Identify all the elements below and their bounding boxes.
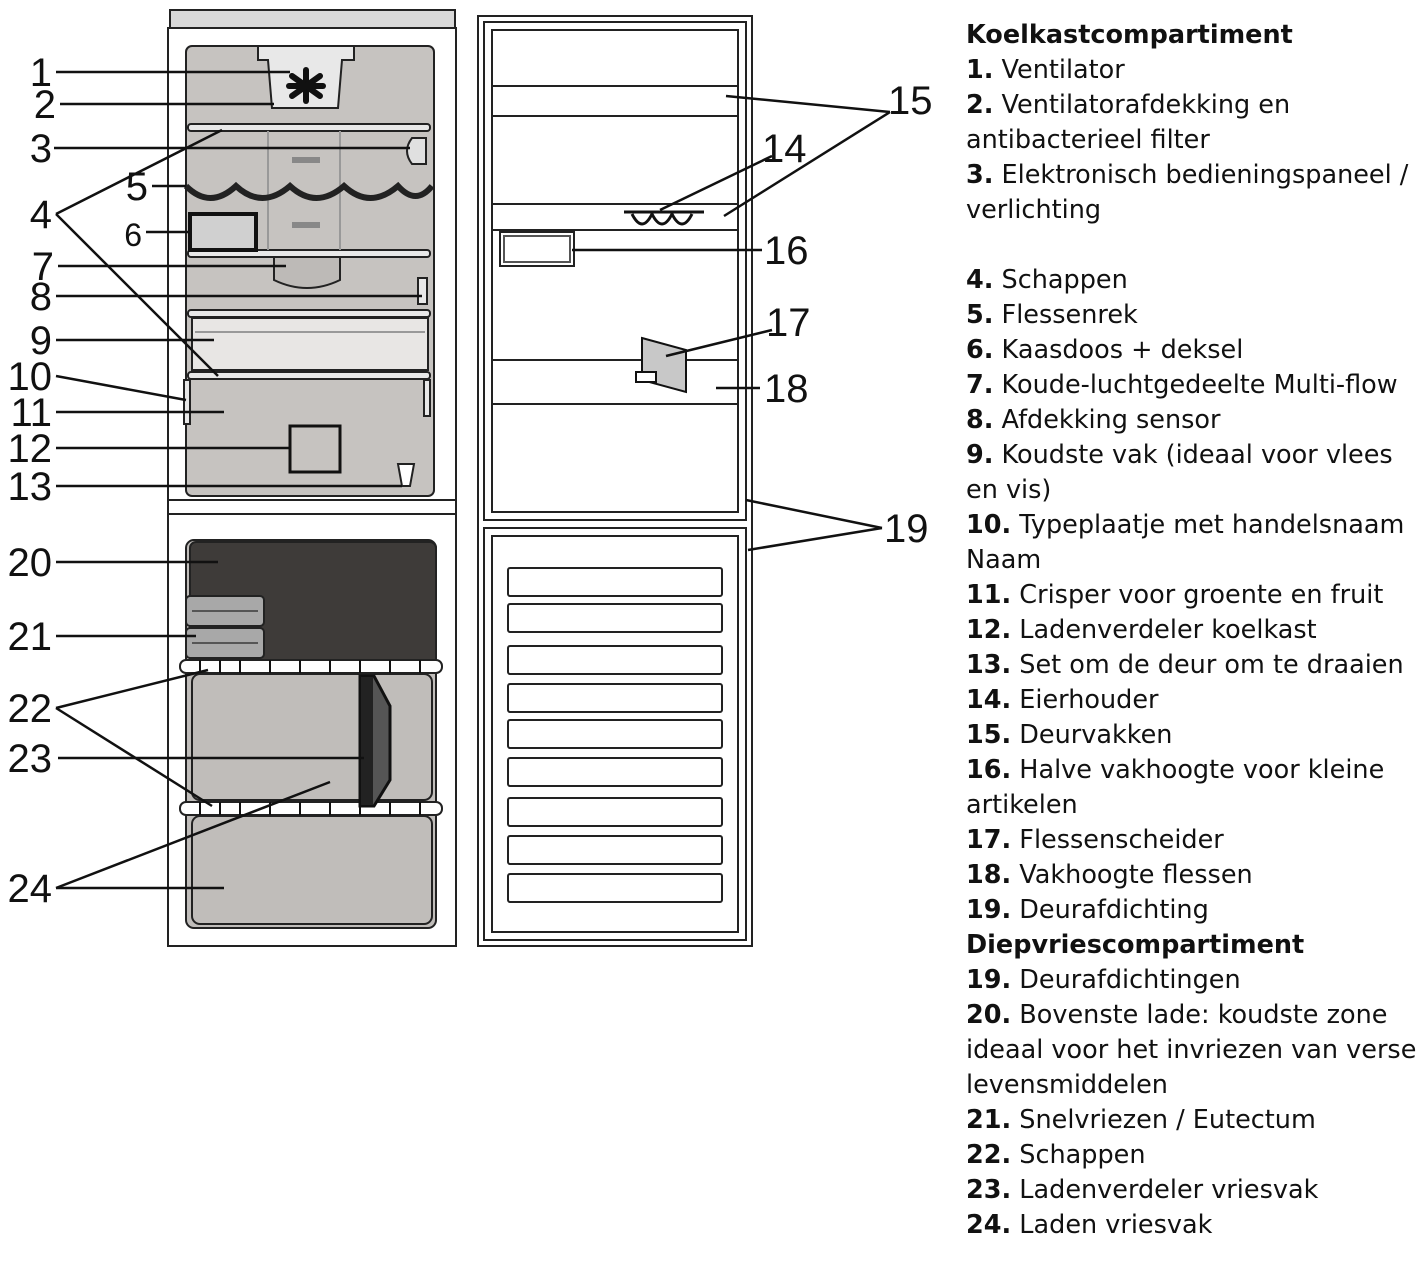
legend-item: 14. Eierhouder	[966, 685, 1159, 715]
legend-item: 1. Ventilator	[966, 55, 1125, 85]
callout-12: 12	[8, 427, 53, 471]
legend-item: 18. Vakhoogte flessen	[966, 860, 1253, 890]
compartment-divider	[167, 499, 457, 515]
rating-plate	[183, 379, 191, 425]
callout-5: 5	[126, 165, 148, 209]
door-reversal-kit-icon	[396, 463, 416, 487]
legend-item: 17. Flessenscheider	[966, 825, 1224, 855]
legend-item: 15. Deurvakken	[966, 720, 1173, 750]
legend-item: 11. Crisper voor groente en fruit	[966, 580, 1384, 610]
egg-holder	[624, 210, 704, 226]
callout-20: 20	[8, 541, 53, 585]
freezer-items: 19. Deurafdichtingen 20. Bovenste lade: …	[966, 963, 1421, 1243]
callout-3: 3	[30, 127, 52, 171]
callout-22: 22	[8, 687, 53, 731]
callout-4: 4	[30, 193, 52, 237]
legend-item: 19. Deurafdichting	[966, 895, 1209, 925]
freezer-heading: Diepvriescompartiment	[966, 930, 1305, 960]
legend-item: 10. Typeplaatje met handelsnaam Naam	[966, 510, 1405, 575]
legend-item: 20. Bovenste lade: koudste zone ideaal v…	[966, 1000, 1417, 1100]
legend-item: 6. Kaasdoos + deksel	[966, 335, 1244, 365]
callout-23: 23	[8, 737, 53, 781]
legend-item: 16. Halve vakhoogte voor kleine artikele…	[966, 755, 1385, 820]
callout-18: 18	[764, 367, 809, 411]
fan-icon	[286, 67, 326, 104]
fridge-heading: Koelkastcompartiment	[966, 20, 1293, 50]
legend-item: 21. Snelvriezen / Eutectum	[966, 1105, 1316, 1135]
legend-item: 4. Schappen	[966, 265, 1128, 295]
sensor-cover	[417, 277, 428, 305]
callout-16: 16	[764, 229, 809, 273]
bottle-rack	[183, 181, 435, 201]
callout-17: 17	[766, 301, 811, 345]
callout-8: 8	[30, 275, 52, 319]
callout-6: 6	[124, 217, 142, 253]
chill-drawer	[191, 317, 429, 371]
legend-item: 9. Koudste vak (ideaal voor vlees en vis…	[966, 440, 1393, 505]
legend-item: 3. Elektronisch bedieningspaneel / verli…	[966, 160, 1409, 225]
fridge-shelf-4	[187, 371, 431, 380]
cheese-box	[188, 212, 258, 252]
fridge-diagram: 1 2 3 4 5 6 7 8 9 10 11 12 13 14 15 16 1…	[8, 9, 933, 947]
legend-item: 19. Deurafdichtingen	[966, 965, 1241, 995]
door-shelf-egg	[491, 203, 739, 231]
callout-13: 13	[8, 465, 53, 509]
fridge-items: 1. Ventilator 2. Ventilatorafdekking en …	[966, 53, 1421, 928]
callout-11: 11	[10, 391, 52, 435]
light-icon	[406, 137, 427, 165]
legend-item: 23. Ladenverdeler vriesvak	[966, 1175, 1319, 1205]
callout-21: 21	[8, 615, 53, 659]
callout-1: 1	[30, 51, 52, 95]
callout-2: 2	[34, 83, 56, 127]
parts-legend: Koelkastcompartiment 1. Ventilator 2. Ve…	[966, 18, 1421, 1243]
leader-lines	[54, 70, 891, 890]
multiflow-duct	[273, 256, 341, 289]
callout-14: 14	[762, 127, 807, 171]
door-shelf-top	[491, 85, 739, 117]
callout-24: 24	[8, 867, 53, 911]
legend-item: 24. Laden vriesvak	[966, 1210, 1213, 1240]
callout-7: 7	[32, 245, 54, 289]
legend-item: 8. Afdekking sensor	[966, 405, 1221, 435]
legend-item: 22. Schappen	[966, 1140, 1146, 1170]
legend-item: 12. Ladenverdeler koelkast	[966, 615, 1317, 645]
legend-item: 5. Flessenrek	[966, 300, 1138, 330]
freezer-door-panels	[507, 567, 723, 903]
fridge-shelf-3	[187, 309, 431, 318]
legend-item: 7. Koude-luchtgedeelte Multi-flow	[966, 370, 1398, 400]
fridge-shelf-1	[187, 123, 431, 132]
legend-item: 13. Set om de deur om te draaien	[966, 650, 1404, 680]
legend-item: 2. Ventilatorafdekking en antibacterieel…	[966, 90, 1291, 155]
callout-9: 9	[30, 319, 52, 363]
crisper-divider	[288, 424, 342, 474]
bottle-shelf	[491, 359, 739, 405]
callout-10: 10	[8, 355, 53, 399]
callout-15: 15	[888, 79, 933, 123]
callout-19: 19	[884, 507, 929, 551]
cabinet-top-strip	[169, 9, 456, 29]
